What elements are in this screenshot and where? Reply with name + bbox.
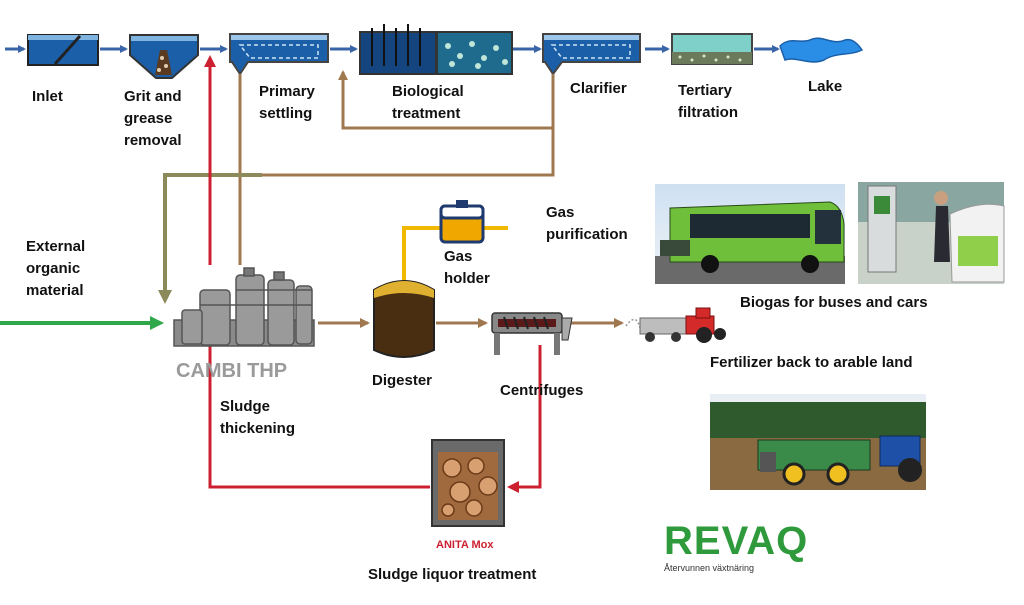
- biogas-label: Biogas for buses and cars: [740, 294, 928, 311]
- external-label-line3: material: [26, 282, 84, 299]
- primary-settling-tank: [229, 33, 329, 76]
- anita-mox-reactor: [431, 439, 505, 527]
- grit-label-line2: grease: [124, 110, 173, 127]
- primary-label-line1: Primary: [259, 83, 315, 100]
- clarifier-tank: [542, 33, 641, 76]
- primary-label-line2: settling: [259, 105, 313, 122]
- gas-purification-label-line2: purification: [546, 226, 628, 243]
- liquor-return-line: [204, 55, 542, 493]
- gas-holder-label-line1: Gas: [444, 248, 473, 265]
- lake-label: Lake: [808, 78, 843, 95]
- digester-label: Digester: [372, 372, 433, 389]
- grit-label-line3: removal: [124, 132, 182, 149]
- field-spreader-photo: [710, 394, 926, 490]
- inlet-label: Inlet: [32, 88, 63, 105]
- external-label-line2: organic: [26, 260, 81, 277]
- centrifuge-machine: [491, 312, 573, 355]
- biological-treatment-tanks: [359, 24, 513, 75]
- gas-line: [402, 226, 508, 282]
- cambi-thp-label: CAMBI THP: [176, 360, 288, 382]
- digester-tank: [373, 280, 435, 358]
- fertilizer-label: Fertilizer back to arable land: [710, 354, 913, 371]
- thickening-label-line2: thickening: [220, 420, 296, 437]
- grit-tank: [129, 34, 199, 79]
- thickening-label-line1: Sludge: [220, 398, 271, 415]
- car-refuel-photo: [858, 182, 1005, 284]
- bus-photo: [655, 184, 845, 284]
- tertiary-filter: [671, 33, 753, 65]
- bio-label-line1: Biological: [392, 83, 464, 100]
- revaq-logo-text: REVAQ: [664, 519, 809, 563]
- cambi-thp-plant: [173, 267, 315, 347]
- gas-purification-label-line1: Gas: [546, 204, 575, 221]
- gas-holder-label-line2: holder: [444, 270, 490, 287]
- inlet-tank: [27, 34, 99, 66]
- revaq-logo: REVAQ Återvunnen växtnäring: [664, 520, 814, 576]
- gas-holder-tank: [439, 200, 485, 244]
- tertiary-label-line1: Tertiary: [678, 82, 732, 99]
- clarifier-label: Clarifier: [570, 80, 627, 97]
- tertiary-label-line2: filtration: [678, 104, 738, 121]
- sludge-liquor-label: Sludge liquor treatment: [368, 566, 537, 583]
- anita-mox-label: ANITA Mox: [436, 539, 494, 551]
- revaq-logo-tagline: Återvunnen växtnäring: [664, 563, 755, 573]
- tractor-spreader-icon: [625, 307, 726, 343]
- return-sludge-lines: [158, 70, 555, 304]
- bio-label-line2: treatment: [392, 105, 461, 122]
- external-label-line1: External: [26, 238, 86, 255]
- lake-icon: [779, 37, 864, 63]
- centrifuges-label: Centrifuges: [500, 382, 584, 399]
- grit-label-line1: Grit and: [124, 88, 182, 105]
